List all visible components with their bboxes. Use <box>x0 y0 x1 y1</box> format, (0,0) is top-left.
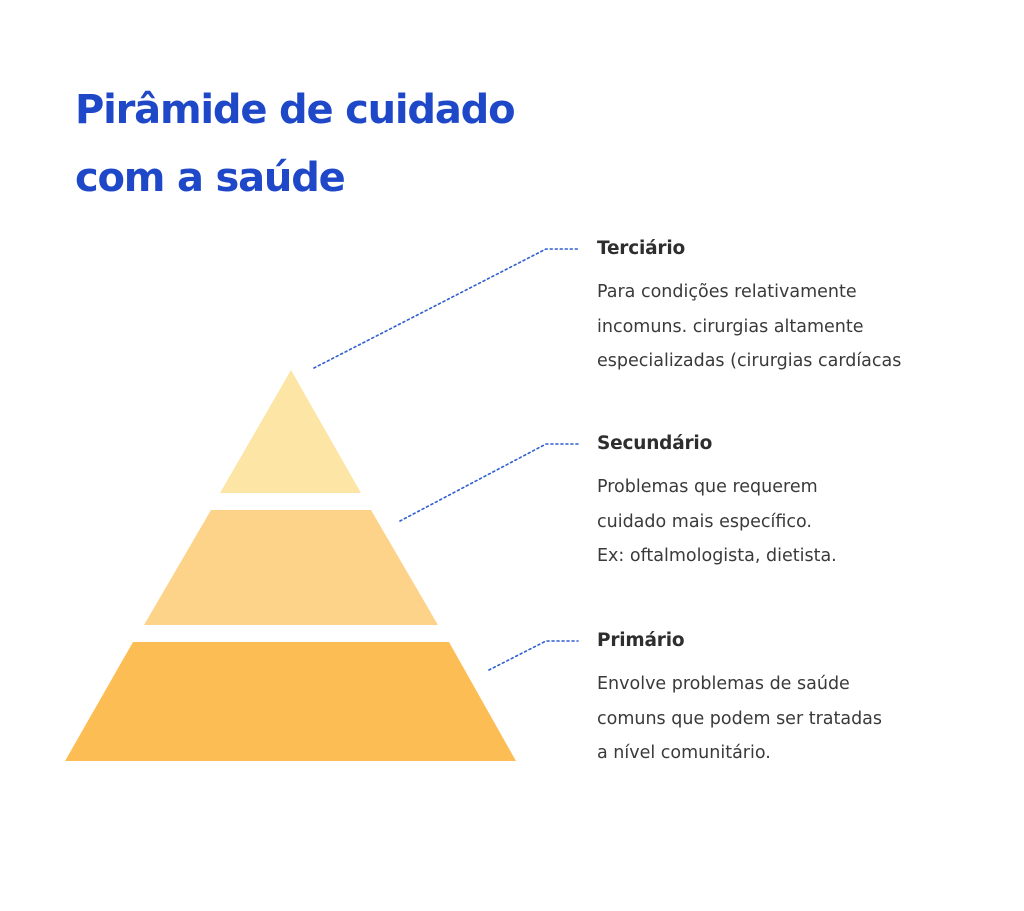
pyramid-tier-tertiary <box>220 370 361 493</box>
level-heading-tertiary: Terciário <box>597 238 685 259</box>
connector-tertiary <box>313 248 579 369</box>
level-heading-primary: Primário <box>597 630 685 651</box>
level-description-tertiary: Para condições relativamente incomuns. c… <box>597 275 1017 379</box>
level-heading-secondary: Secundário <box>597 433 713 454</box>
description-line: Problemas que requerem <box>597 477 818 497</box>
description-line: comuns que podem ser tratadas <box>597 708 883 729</box>
description-line: especializadas (cirurgias cardíacas <box>597 351 902 371</box>
connector-primary <box>488 640 579 671</box>
pyramid-tier-primary <box>65 642 516 761</box>
description-line: Envolve problemas de saúde <box>597 674 850 694</box>
description-line: Ex: oftalmologista, dietista. <box>597 546 837 566</box>
connector-secondary <box>399 443 579 522</box>
page-title: Pirâmide de cuidado com a saúde <box>75 76 635 212</box>
description-line: a nível comunitário. <box>597 743 771 763</box>
level-description-secondary: Problemas que requerem cuidado mais espe… <box>597 470 1017 574</box>
level-description-primary: Envolve problemas de saúde comuns que po… <box>597 667 1017 771</box>
description-line: cuidado mais específico. <box>597 511 812 532</box>
description-line: Para condições relativamente <box>597 282 857 302</box>
title-line-2: com a saúde <box>75 155 346 201</box>
description-line: incomuns. cirurgias altamente <box>597 316 864 337</box>
pyramid-tier-secondary <box>144 510 438 625</box>
title-line-1: Pirâmide de cuidado <box>75 87 516 133</box>
